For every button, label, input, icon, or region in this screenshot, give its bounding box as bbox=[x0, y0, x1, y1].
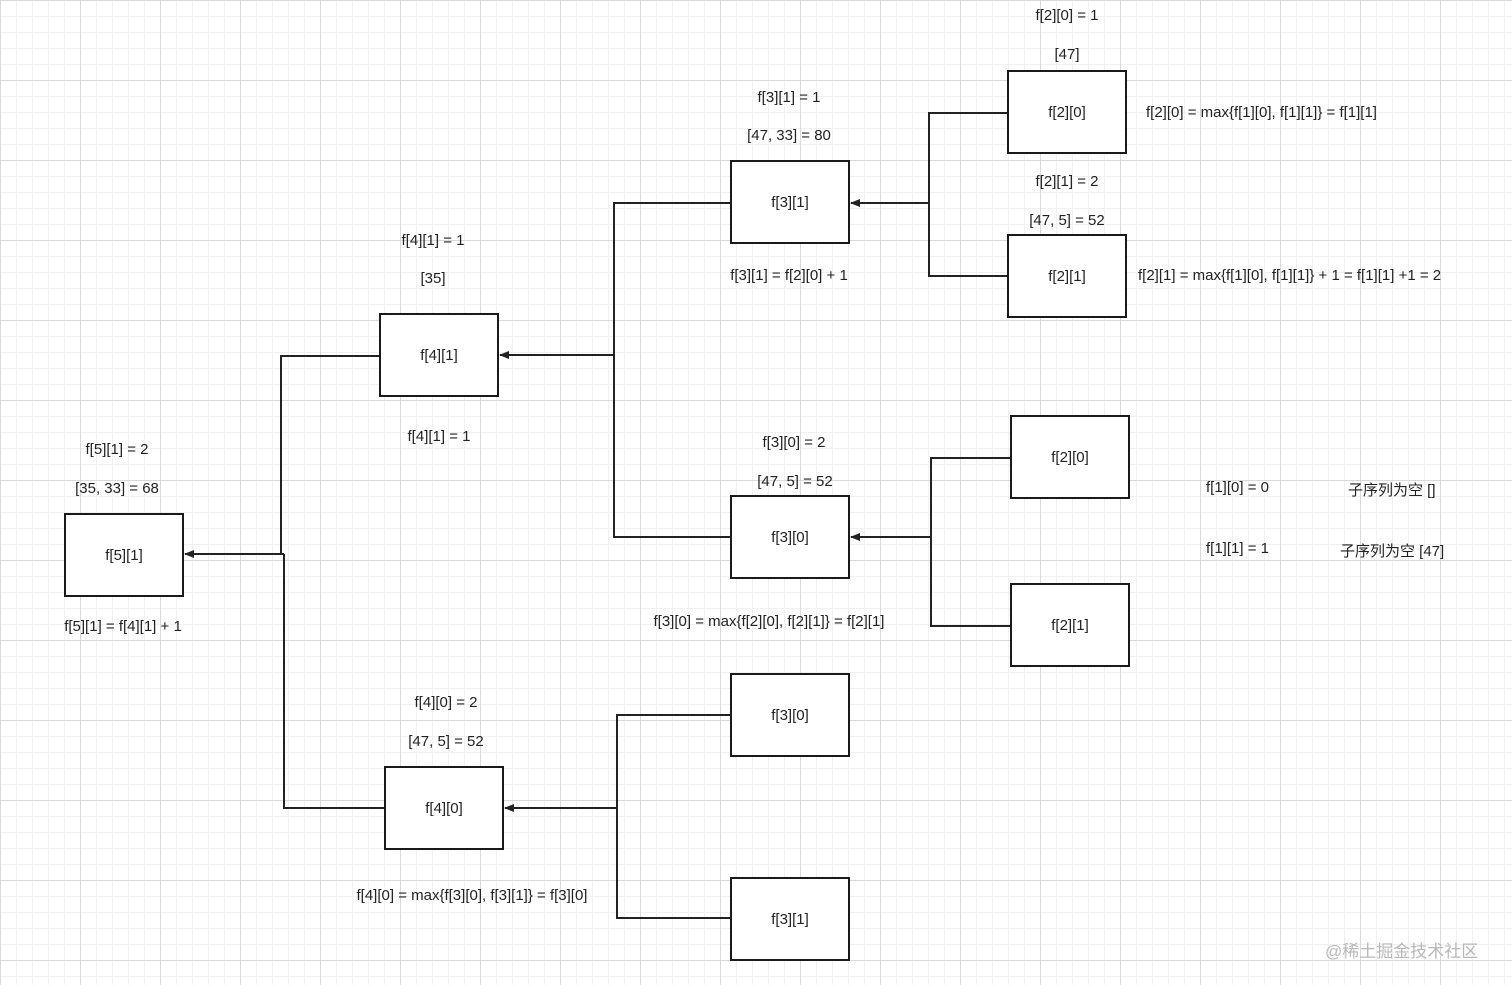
f30-value-label: f[3][0] = 2 bbox=[762, 434, 826, 451]
node-f21-b: f[2][1] bbox=[1010, 583, 1130, 667]
base-f10-label: f[1][0] = 0 bbox=[1206, 479, 1269, 496]
edge-f40-to-f51 bbox=[283, 554, 385, 809]
f51-sequence-label: [35, 33] = 68 bbox=[75, 480, 159, 497]
edge-f20a-to-f31 bbox=[928, 112, 1008, 203]
f21-formula-label: f[2][1] = max{f[1][0], f[1][1]} + 1 = f[… bbox=[1138, 267, 1442, 284]
f21-value-label: f[2][1] = 2 bbox=[1035, 173, 1099, 190]
f51-formula-label: f[5][1] = f[4][1] + 1 bbox=[64, 618, 182, 635]
node-f51: f[5][1] bbox=[64, 513, 184, 597]
f20-formula-label: f[2][0] = max{f[1][0], f[1][1]} = f[1][1… bbox=[1146, 104, 1377, 121]
node-f21-b-label: f[2][1] bbox=[1051, 616, 1089, 634]
node-f20-b-label: f[2][0] bbox=[1051, 448, 1089, 466]
edge-f20b-to-f30 bbox=[930, 457, 1011, 537]
base-f11-label: f[1][1] = 1 bbox=[1206, 540, 1269, 557]
node-f40-label: f[4][0] bbox=[425, 799, 463, 817]
node-f30-bottom: f[3][0] bbox=[730, 673, 850, 757]
f21-sequence-label: [47, 5] = 52 bbox=[1029, 212, 1105, 229]
node-f21-a-label: f[2][1] bbox=[1048, 267, 1086, 285]
node-f20-a-label: f[2][0] bbox=[1048, 103, 1086, 121]
f30-sequence-label: [47, 5] = 52 bbox=[757, 473, 833, 490]
f40-value-label: f[4][0] = 2 bbox=[414, 694, 478, 711]
edge-f31b-to-f40 bbox=[616, 808, 731, 919]
node-f31-bottom-label: f[3][1] bbox=[771, 910, 809, 928]
f51-value-label: f[5][1] = 2 bbox=[85, 441, 149, 458]
node-f30-bottom-label: f[3][0] bbox=[771, 706, 809, 724]
f31-sequence-label: [47, 33] = 80 bbox=[747, 127, 831, 144]
node-f40: f[4][0] bbox=[384, 766, 504, 850]
watermark: @稀土掘金技术社区 bbox=[1325, 942, 1479, 961]
node-f31-bottom: f[3][1] bbox=[730, 877, 850, 961]
f20-value-label: f[2][0] = 1 bbox=[1035, 7, 1099, 24]
node-f20-b: f[2][0] bbox=[1010, 415, 1130, 499]
f20-sequence-label: [47] bbox=[1054, 46, 1080, 63]
edge-f21b-to-f30 bbox=[930, 537, 1011, 627]
edge-f31-to-f41 bbox=[613, 202, 731, 355]
f41-below-label: f[4][1] = 1 bbox=[407, 428, 471, 445]
f41-sequence-label: [35] bbox=[420, 270, 446, 287]
node-f51-label: f[5][1] bbox=[105, 546, 143, 564]
node-f41-label: f[4][1] bbox=[420, 346, 458, 364]
node-f20-a: f[2][0] bbox=[1007, 70, 1127, 154]
base-f11-note: 子序列为空 [47] bbox=[1340, 543, 1445, 560]
edge-f21a-to-f31 bbox=[928, 203, 1008, 277]
edge-f41-to-f51 bbox=[280, 355, 380, 554]
node-f41: f[4][1] bbox=[379, 313, 499, 397]
f31-formula-label: f[3][1] = f[2][0] + 1 bbox=[730, 267, 848, 284]
edge-f30-to-f41 bbox=[613, 355, 731, 538]
f40-formula-label: f[4][0] = max{f[3][0], f[3][1]} = f[3][0… bbox=[356, 887, 588, 904]
edge-f30b-to-f40 bbox=[616, 714, 731, 808]
node-f21-a: f[2][1] bbox=[1007, 234, 1127, 318]
f30-formula-label: f[3][0] = max{f[2][0], f[2][1]} = f[2][1… bbox=[653, 613, 885, 630]
f31-value-label: f[3][1] = 1 bbox=[757, 89, 821, 106]
f41-value-label: f[4][1] = 1 bbox=[401, 232, 465, 249]
node-f30-mid: f[3][0] bbox=[730, 495, 850, 579]
base-f10-note: 子序列为空 [] bbox=[1348, 482, 1436, 499]
node-f31-top-label: f[3][1] bbox=[771, 193, 809, 211]
node-f31-top: f[3][1] bbox=[730, 160, 850, 244]
f40-sequence-label: [47, 5] = 52 bbox=[408, 733, 484, 750]
node-f30-mid-label: f[3][0] bbox=[771, 528, 809, 546]
